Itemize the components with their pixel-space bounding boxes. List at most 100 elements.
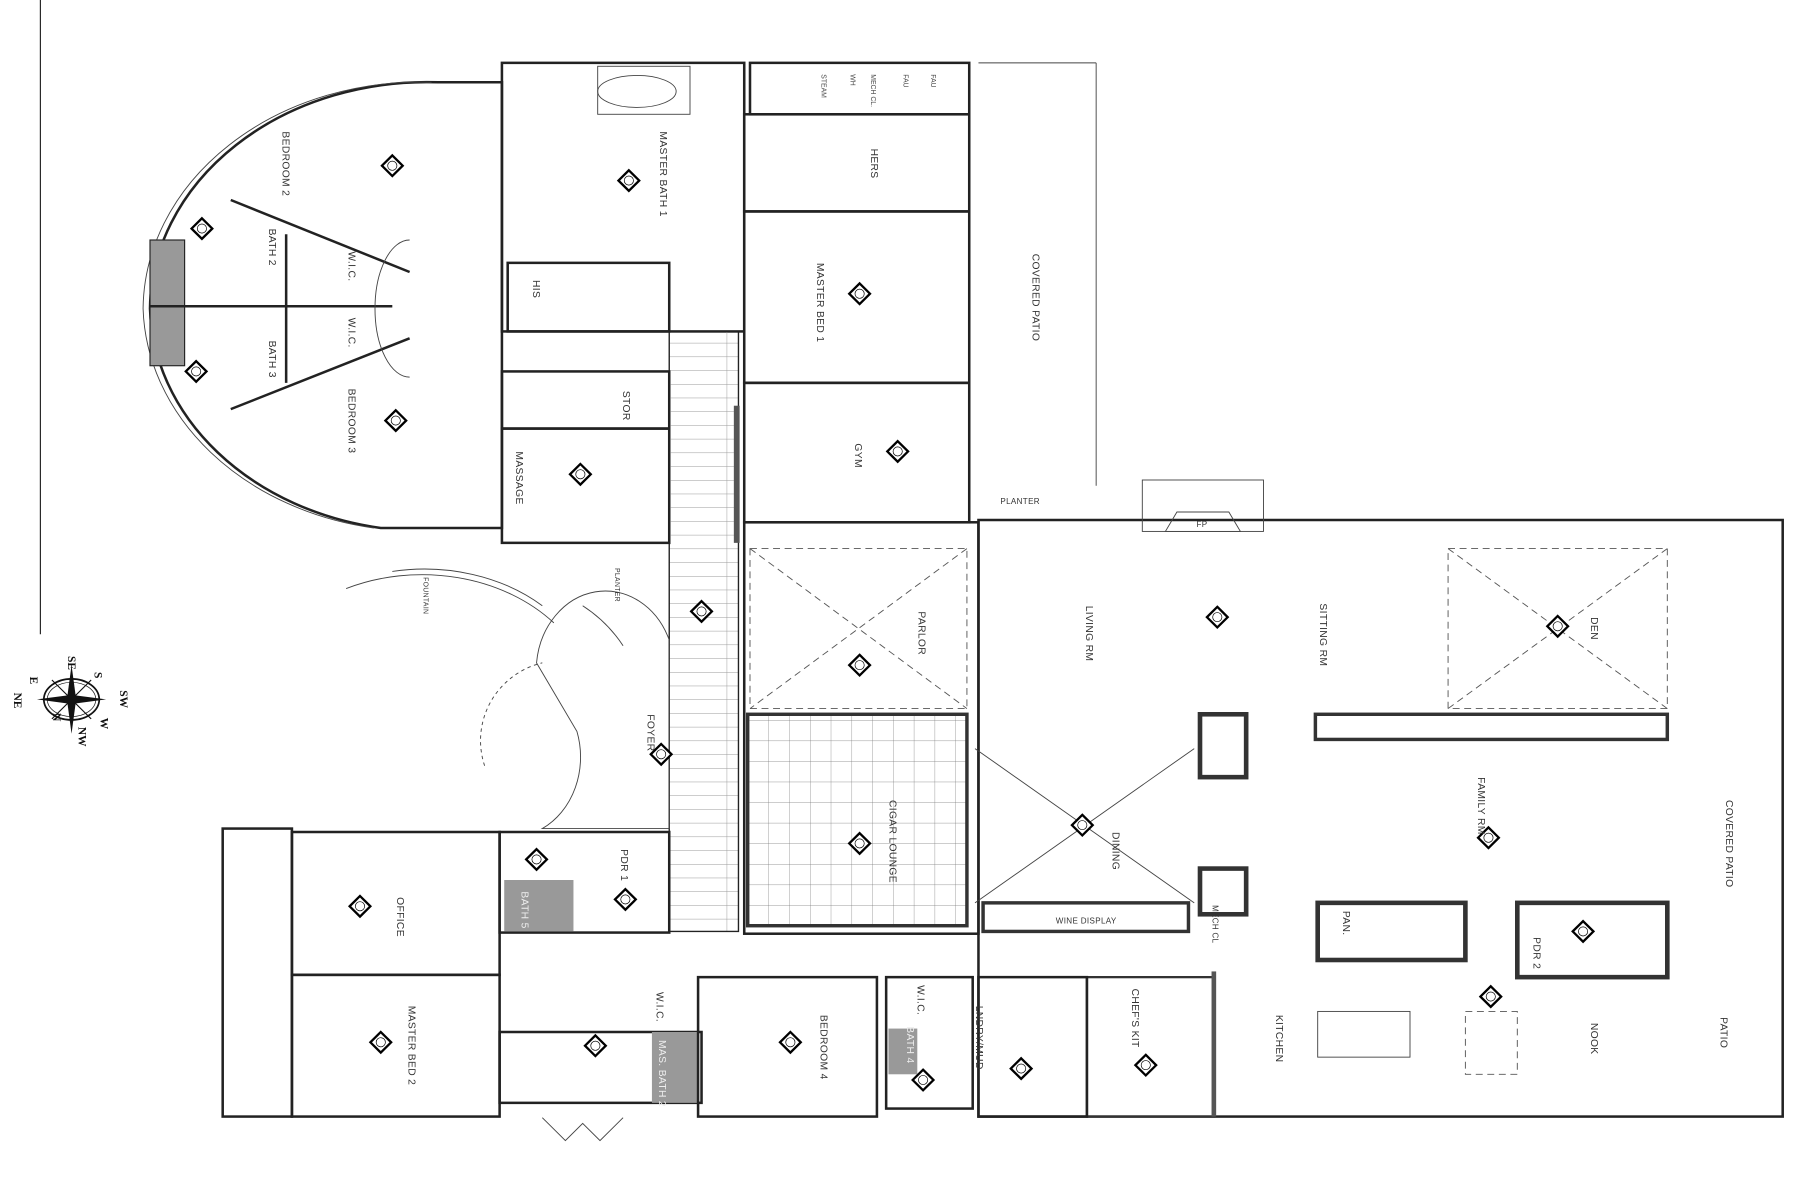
room-label: COVERED PATIO (1030, 254, 1041, 341)
bath-4 (884, 975, 974, 1110)
bathtub-basin (597, 74, 677, 108)
room-label: BEDROOM 2 (280, 131, 291, 196)
nook-table (1464, 1010, 1518, 1075)
room-label: KITCHEN (1273, 1015, 1284, 1063)
his-closet (506, 261, 671, 333)
compass-w: W (97, 718, 109, 730)
room-label: WINE DISPLAY (1056, 916, 1117, 925)
room-label: BATH 4 (904, 1026, 915, 1063)
room-label: CIGAR LOUNGE (887, 800, 898, 883)
compass-rose-icon: SE S SW W NW N NE E (11, 656, 129, 747)
compass-e: E (27, 677, 39, 685)
room-label: HIS (530, 280, 541, 298)
room-label: PDR 1 (618, 849, 629, 881)
kitchen-island (1317, 1010, 1411, 1058)
fountain-arc (392, 568, 543, 607)
shower (888, 1028, 918, 1075)
room-label: MASTER BED 1 (814, 263, 825, 343)
room-label: BATH 3 (266, 341, 277, 378)
room-label: W.I.C. (345, 318, 356, 348)
column (1197, 866, 1249, 917)
storage (500, 370, 671, 430)
room-label: LIVING RM (1083, 606, 1094, 662)
room-label: FOUNTAIN (421, 577, 428, 614)
chefs-kitchen (1085, 976, 1215, 1118)
room-label: LNDRY/MUD (973, 1006, 984, 1070)
room-label: MASTER BED 2 (405, 1006, 416, 1086)
room-label: BEDROOM 4 (817, 1015, 828, 1080)
pantry (1315, 900, 1468, 963)
fountain-arc (345, 574, 555, 624)
mech-label-steam: STEAM (820, 74, 827, 98)
shower (651, 1032, 699, 1103)
bedroom-4 (696, 975, 879, 1118)
fireplace-hearth (1164, 511, 1242, 532)
column (1197, 712, 1249, 780)
room-label: GYM (852, 443, 863, 467)
mech-label-fau-2: FAU (929, 74, 936, 87)
room-label: SITTING RM (1317, 603, 1328, 666)
room-label: CHEF'S KIT (1129, 989, 1140, 1048)
wall (230, 198, 411, 274)
room-label: PAN. (1340, 911, 1351, 936)
room-label: W.I.C. (654, 992, 665, 1022)
pdr-2 (1514, 900, 1670, 980)
wall (733, 405, 740, 543)
room-label: PARLOR (915, 611, 926, 655)
room-label: MASTER BATH 1 (657, 131, 668, 216)
compass-se: SE (65, 656, 77, 670)
den-cabinetry (1313, 712, 1670, 742)
room-label: FOYER (644, 714, 655, 751)
parlor-ceiling-x (749, 548, 968, 709)
compass-sw: SW (117, 690, 129, 708)
room-label: DEN (1588, 617, 1599, 640)
massage (500, 427, 671, 545)
foyer (536, 590, 670, 830)
mech-label-wh: WH (848, 74, 855, 85)
room-label: NOOK (1588, 1023, 1599, 1055)
room-label: COVERED PATIO (1723, 800, 1734, 887)
bath-2-3-tub (149, 239, 186, 367)
room-label: DINING (1109, 832, 1120, 870)
corridor (668, 330, 740, 933)
mech-closet (748, 61, 971, 116)
wine-display (981, 901, 1191, 934)
room-label: OFFICE (394, 897, 405, 937)
wing-outer-arc (142, 81, 432, 529)
exterior-terrace (221, 827, 294, 1118)
room-label: MECH CL (1211, 905, 1220, 943)
mech-label-mech-cl: MECH CL. (869, 74, 876, 107)
room-label: PATIO (1717, 1017, 1728, 1048)
room-label: MAS. BATH 2 (656, 1040, 667, 1107)
wall (1211, 971, 1217, 1117)
bath-5-pdr-1 (498, 830, 671, 934)
shower (504, 880, 574, 932)
entry-arc (480, 662, 543, 766)
room-label: PLANTER (613, 568, 620, 602)
room-label: MASSAGE (513, 451, 524, 504)
room-label: PLANTER (1000, 497, 1040, 506)
room-label: BEDROOM 3 (345, 389, 356, 454)
parlor-area (742, 521, 980, 935)
laundry (977, 975, 1089, 1118)
room-label: W.I.C. (914, 985, 925, 1015)
cigar-lounge (745, 712, 969, 928)
master-bath-2 (498, 1030, 703, 1105)
hers-closet (742, 113, 971, 213)
room-label: HERS (868, 149, 879, 179)
room-label: W.I.C. (345, 251, 356, 281)
parlor-ceiling (749, 548, 968, 710)
room-label: PDR 2 (1530, 937, 1541, 969)
room-label: BATH 5 (519, 891, 530, 928)
master-bed-2 (290, 973, 501, 1118)
den-ceiling (1447, 548, 1668, 710)
compass-s: S (92, 672, 104, 678)
room-label: FP (1197, 520, 1208, 529)
planter-arc (582, 605, 624, 646)
mech-label-fau: FAU (901, 74, 908, 87)
compass-n: N (50, 713, 62, 722)
room-label: BATH 2 (266, 229, 277, 266)
compass-nw: NW (75, 727, 87, 747)
room-label: STOR (620, 391, 631, 421)
